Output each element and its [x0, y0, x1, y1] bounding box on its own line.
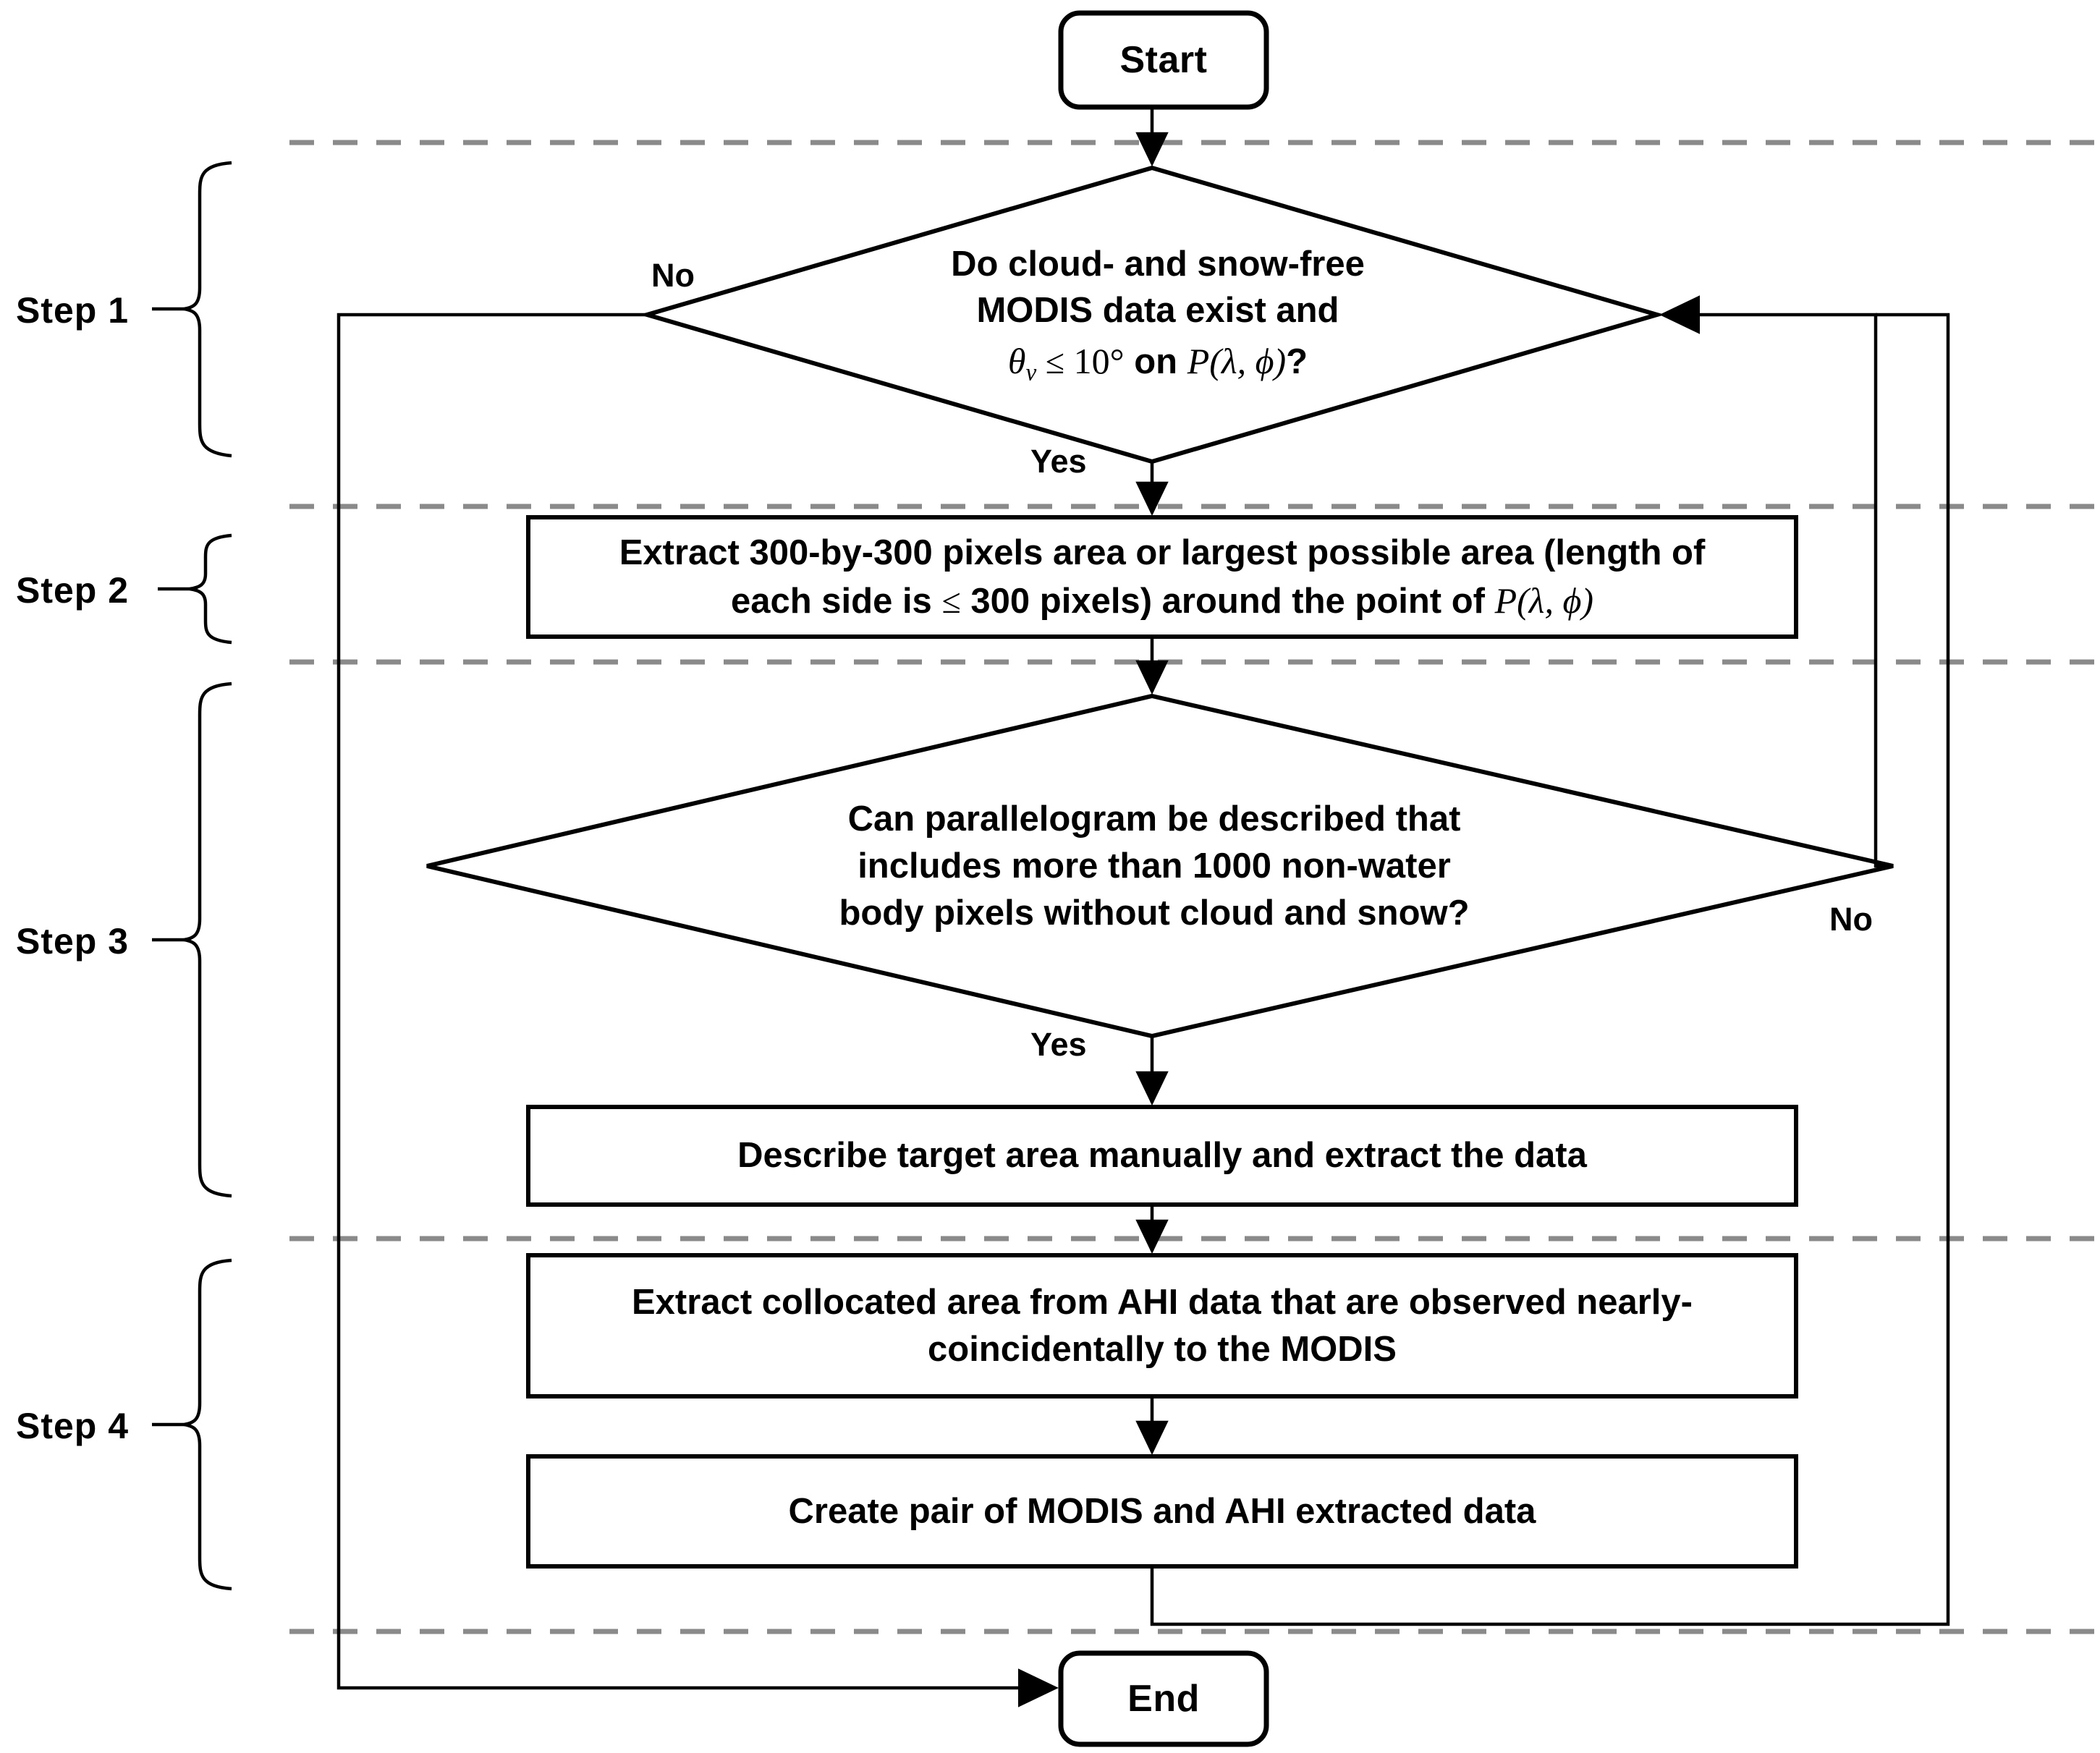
end-terminator-shape — [1058, 1650, 1269, 1747]
theta-subscript: v — [1025, 359, 1037, 386]
process-create-pair-label: Create pair of MODIS and AHI extracted d… — [788, 1491, 1536, 1531]
step-label-4: Step 4 — [16, 1406, 130, 1446]
brace-step1 — [183, 161, 232, 458]
leq-symbol: ≤ — [1045, 343, 1065, 382]
process-describe-target-shape — [526, 1105, 1798, 1207]
edge-create-pair-to-decision1 — [1150, 313, 1950, 1626]
extract-area-leq: ≤ — [941, 582, 961, 621]
theta-symbol: θ — [1007, 341, 1026, 382]
decision2-label: Can parallelogram be described that incl… — [724, 771, 1585, 962]
question-mark: ? — [1286, 342, 1308, 382]
extract-area-line2: each side is ≤ 300 pixels) around the po… — [731, 577, 1593, 625]
edge-decision1-no-to-end — [336, 313, 1059, 1707]
edge-label-decision2-yes: Yes — [1030, 1026, 1087, 1063]
start-terminator-label: Start — [1119, 38, 1208, 81]
decision1-line2: MODIS data exist and — [976, 291, 1339, 331]
decision1-label: Do cloud- and snow-free MODIS data exist… — [839, 217, 1476, 412]
process-extract-ahi-label: Extract collocated area from AHI data th… — [537, 1255, 1787, 1396]
extract-area-line2-prefix: each side is — [730, 581, 932, 621]
decision1-line3: θv ≤ 10° on P(λ, ϕ)? — [1008, 337, 1308, 389]
edge-label-decision2-no: No — [1829, 901, 1873, 938]
process-describe-target-label: Describe target area manually and extrac… — [737, 1136, 1587, 1176]
extract-area-line1: Extract 300-by-300 pixels area or larges… — [619, 532, 1706, 572]
decision2-line2: includes more than 1000 non-water — [858, 846, 1451, 886]
edge-label-decision1-yes: Yes — [1030, 443, 1087, 480]
brace-step2 — [189, 533, 232, 645]
step-label-2: Step 2 — [16, 570, 130, 611]
decision1-line1: Do cloud- and snow-free — [951, 244, 1365, 284]
process-extract-ahi-shape — [526, 1253, 1798, 1398]
decision2-line3: body pixels without cloud and snow? — [839, 893, 1470, 933]
start-terminator-shape — [1058, 10, 1269, 110]
extract-ahi-line2: coincidentally to the MODIS — [928, 1329, 1397, 1369]
step-label-3: Step 3 — [16, 921, 130, 962]
brace-step3 — [183, 682, 232, 1198]
step-braces — [152, 161, 232, 1591]
point-symbol: P(λ, ϕ) — [1187, 341, 1287, 382]
decision2-line1: Can parallelogram be described that — [847, 799, 1461, 839]
brace-step4 — [183, 1258, 232, 1591]
extract-area-line2-mid: 300 pixels) around the point of — [970, 581, 1485, 621]
step-label-1: Step 1 — [16, 290, 130, 331]
process-extract-area-label: Extract 300-by-300 pixels area or larges… — [537, 517, 1787, 637]
process-create-pair-shape — [526, 1454, 1798, 1569]
connectors — [336, 107, 1950, 1707]
extract-area-point: P(λ, ϕ) — [1494, 580, 1593, 621]
end-terminator-label: End — [1127, 1677, 1200, 1720]
edge-decision2-no-to-decision1 — [1659, 295, 1893, 868]
edge-label-decision1-no: No — [651, 257, 695, 294]
angle-value: 10° — [1073, 341, 1125, 382]
extract-ahi-line1: Extract collocated area from AHI data th… — [632, 1282, 1693, 1322]
process-extract-area-shape — [526, 515, 1798, 639]
on-word: on — [1134, 342, 1178, 382]
